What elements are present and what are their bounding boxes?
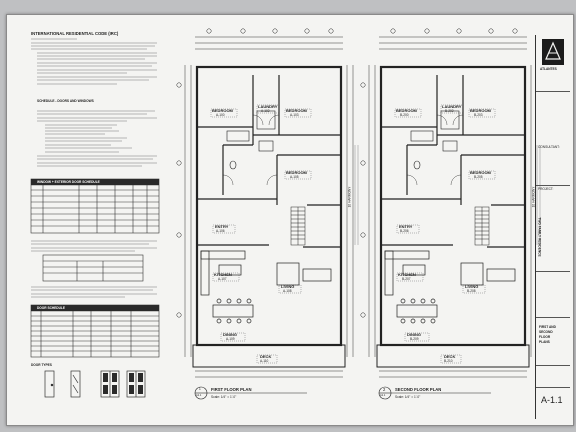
code-notes-title: INTERNATIONAL RESIDENTIAL CODE (IRC) (31, 31, 119, 36)
sheet-title-line: PLANS (539, 340, 550, 344)
title-block: ATLANTES CONSULTANT: PROJECT: TWO FAMILY… (535, 35, 570, 419)
room-label: ENTRY (215, 224, 229, 229)
room-number: A-105 (290, 175, 299, 179)
second-floor-plan-scale: Scale: 1/4" = 1'-0" (395, 395, 421, 399)
room-label: BEDROOM (212, 108, 233, 113)
room-label: KITCHEN (214, 272, 232, 277)
second-floor-plan-title: SECOND FLOOR PLAN (395, 387, 442, 392)
room-number: B-209 (410, 337, 419, 341)
room-number: A-110 (260, 359, 269, 363)
room-number: B-200 (400, 113, 409, 117)
project-name: TWO FAMILY RESIDENCE (537, 217, 542, 257)
room-number: B-203 (474, 113, 483, 117)
plan-address: 10 HARMONY (347, 186, 352, 208)
logo-mark-icon (545, 41, 561, 60)
sheet-linework (30, 28, 541, 400)
room-label: KITCHEN (398, 272, 416, 277)
room-label: BEDROOM (470, 108, 491, 113)
room-label: LAUNDRY (258, 104, 278, 109)
room-number: B-207 (402, 277, 411, 281)
sheet-title-line: FIRST AND (539, 325, 556, 329)
room-number: B-206 (400, 229, 409, 233)
drawing-sheet: INTERNATIONAL RESIDENTIAL CODE (IRC) (6, 14, 574, 426)
room-number: A-102 (261, 109, 270, 113)
room-label: BEDROOM (470, 170, 491, 175)
room-number: A-100 (216, 113, 225, 117)
room-number: A-108 (283, 289, 292, 293)
sheet-title-line: SECOND (539, 330, 553, 334)
consultant-label: CONSULTANT: (538, 145, 560, 149)
door-schedule-title: DOOR SCHEDULE (37, 306, 65, 310)
first-floor-plan-scale: Scale: 1/4" = 1'-0" (211, 395, 237, 399)
room-number: B-205 (474, 175, 483, 179)
sheet-title-line: FLOOR (539, 335, 551, 339)
room-label: DECK (444, 354, 456, 359)
firm-name: ATLANTES (540, 67, 557, 71)
room-label: BEDROOM (286, 108, 307, 113)
plan-callout-sheet: A1.1 (196, 394, 202, 397)
project-label: PROJECT: (538, 187, 554, 191)
room-number: A-106 (216, 229, 225, 233)
first-floor-plan-title: FIRST FLOOR PLAN (211, 387, 252, 392)
room-number: B-210 (444, 359, 453, 363)
room-label: LIVING (465, 284, 479, 289)
plan-callout-sheet: A1.1 (380, 394, 386, 397)
room-label: BEDROOM (396, 108, 417, 113)
room-number: B-208 (467, 289, 476, 293)
plan-callout-number: 2 (383, 387, 386, 392)
window-schedule-title: WINDOW + EXTERIOR DOOR SCHEDULE (37, 180, 100, 184)
firm-logo (542, 39, 564, 65)
section-doors-windows-heading: SCHEDULE - DOORS AND WINDOWS (37, 99, 94, 103)
door-types-title: DOOR TYPES (31, 363, 52, 367)
room-number: A-109 (226, 337, 235, 341)
room-label: DINING (407, 332, 421, 337)
room-label: DINING (223, 332, 237, 337)
room-label: LIVING (281, 284, 295, 289)
room-label: LAUNDRY (442, 104, 462, 109)
room-label: BEDROOM (286, 170, 307, 175)
room-number: A-107 (218, 277, 227, 281)
room-label: ENTRY (399, 224, 413, 229)
room-label: DECK (260, 354, 272, 359)
plan-callout-number: 1 (199, 387, 201, 391)
sheet-number: A-1.1 (541, 395, 563, 405)
room-number: A-103 (290, 113, 299, 117)
room-number: B-202 (445, 109, 454, 113)
